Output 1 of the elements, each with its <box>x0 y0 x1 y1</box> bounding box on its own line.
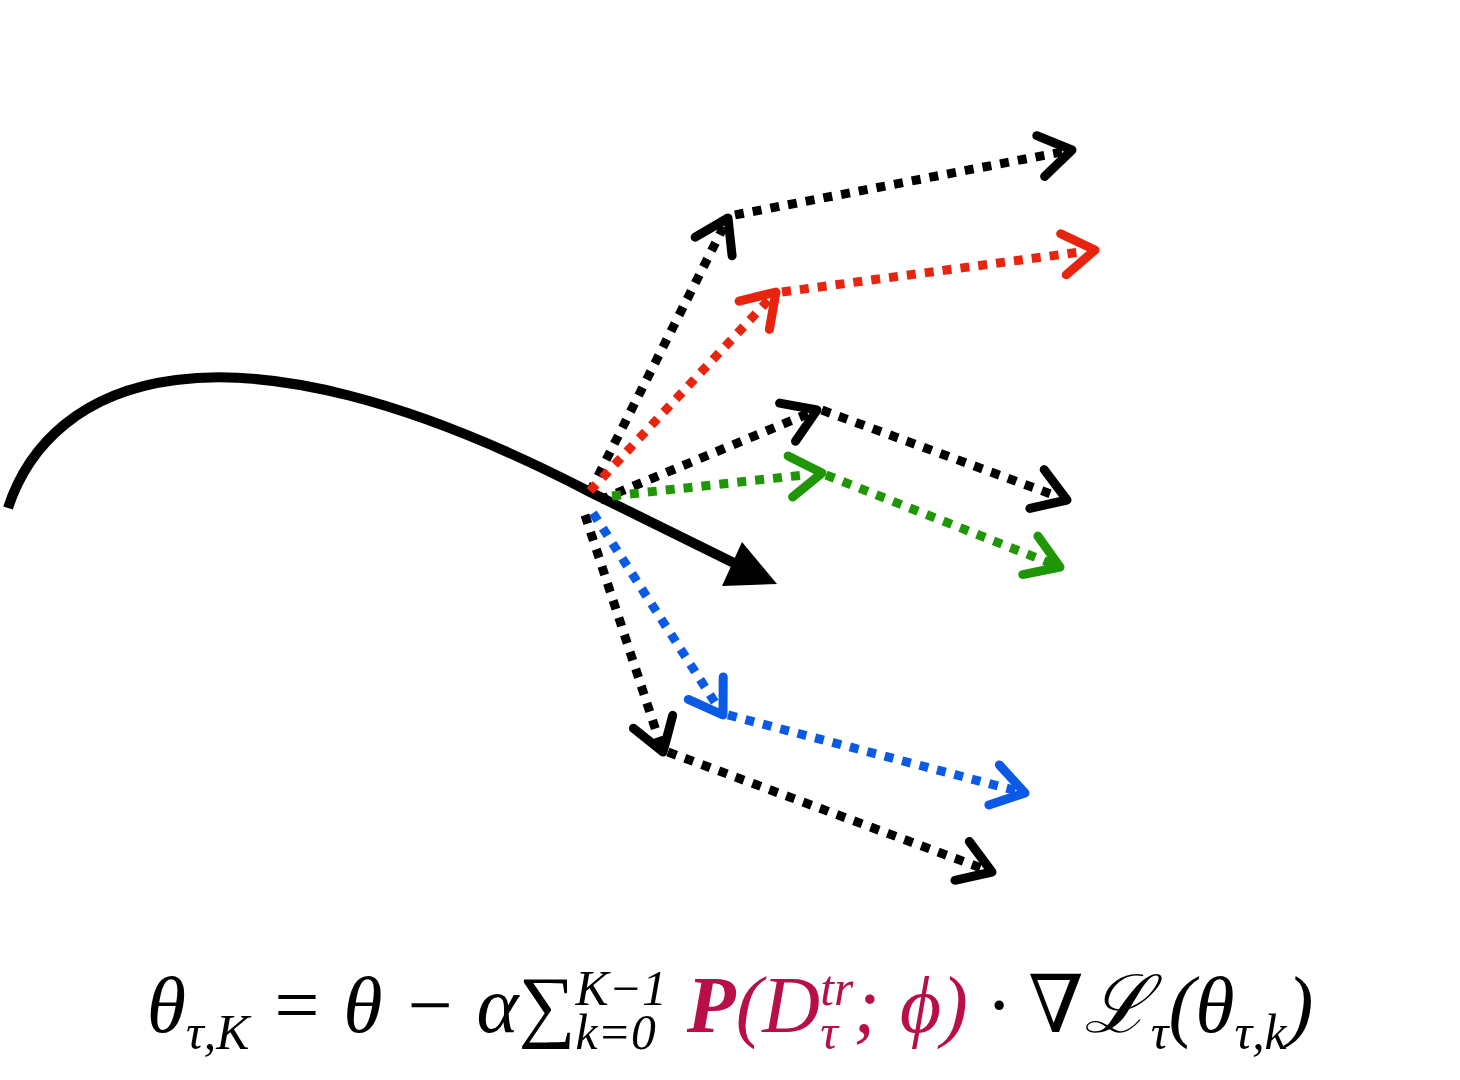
formula: θ$_{τ,K}$ = θ − α∑$_{k=0}$$^{K−1}$ P(D$^{tr}$$_{τ}$; ϕ) · ∇ℒ$_{τ}$(θ$_{τ,k}$) <box>146 959 1314 1063</box>
